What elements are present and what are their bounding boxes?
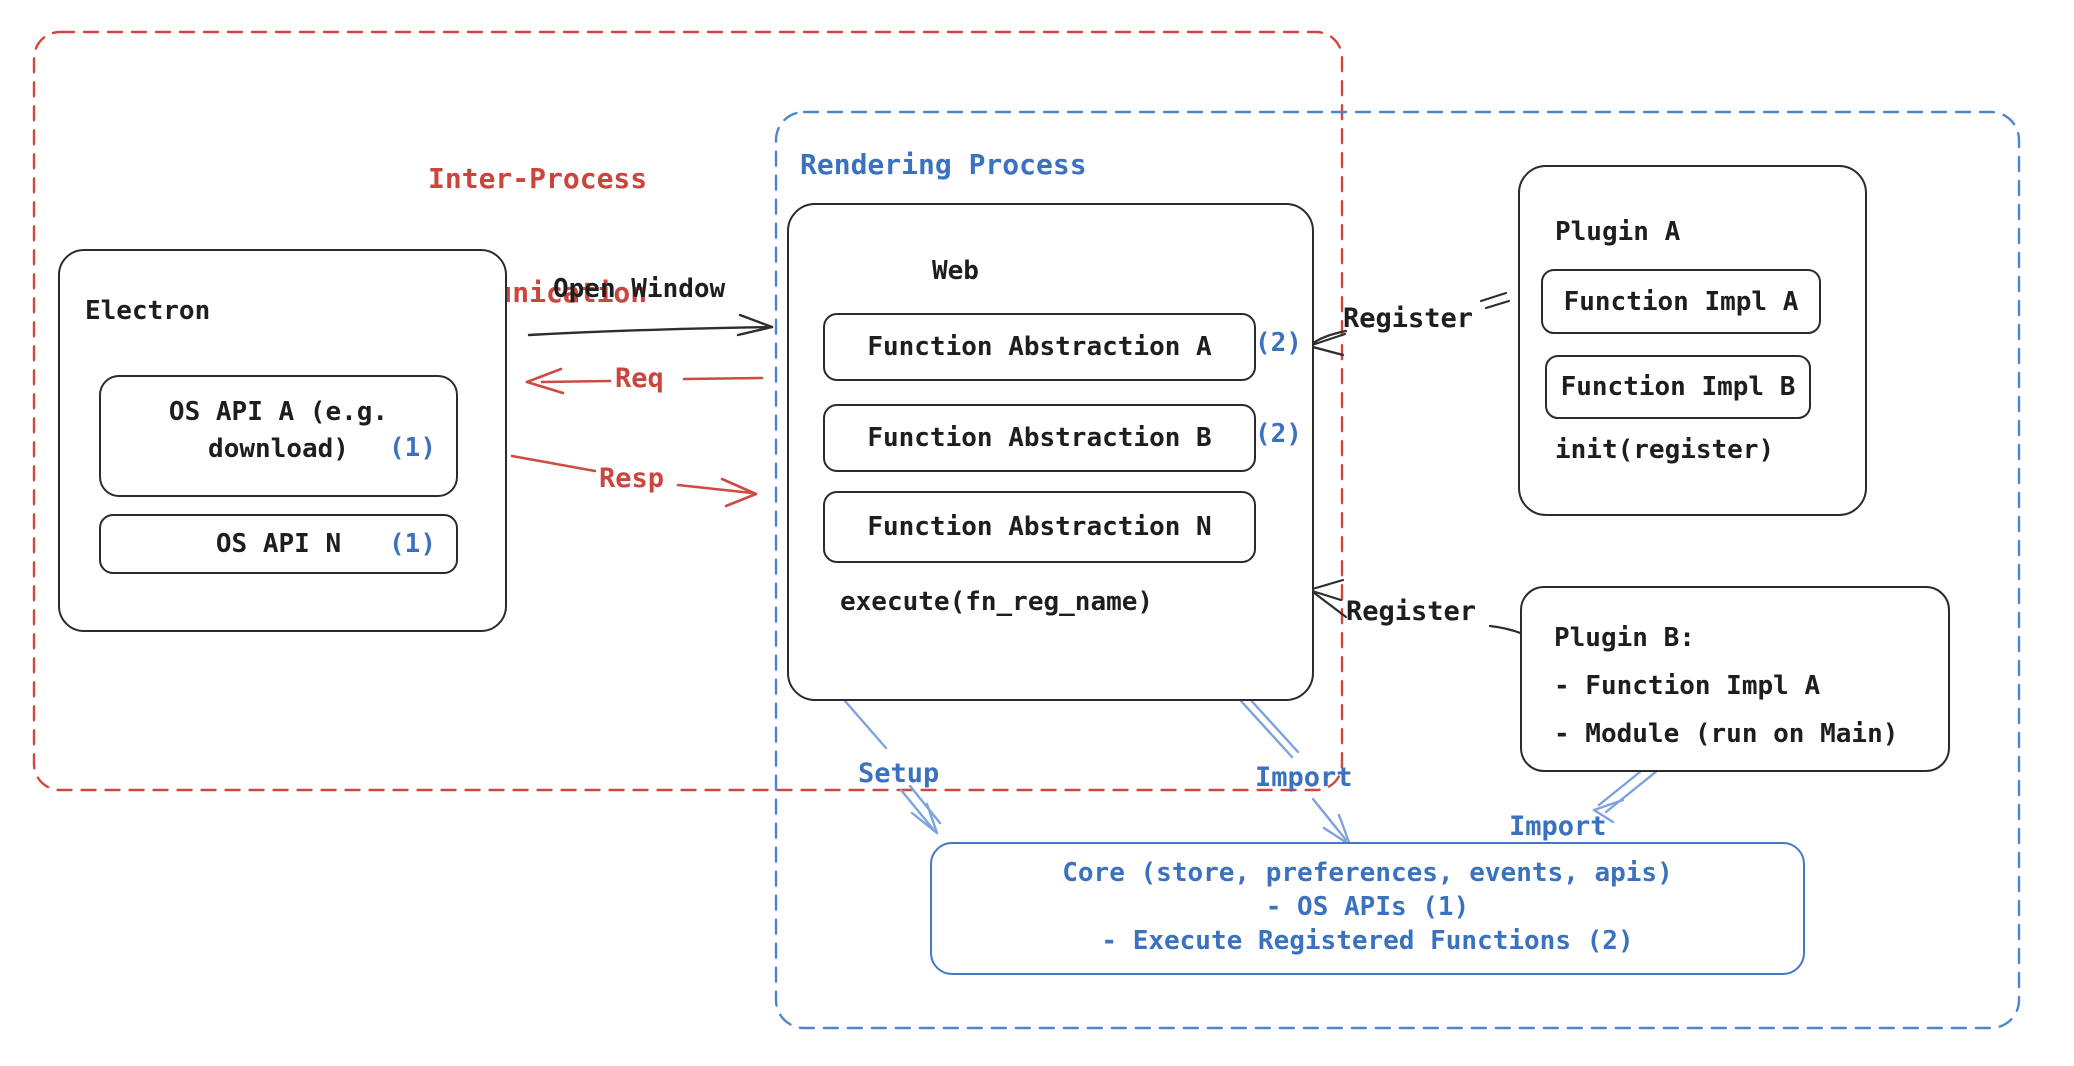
ipc-region-label-line1: Inter-Process [428, 162, 648, 195]
plugin-b-box: Plugin B: - Function Impl A - Module (ru… [1520, 586, 1950, 772]
os-api-a-box: OS API A (e.g. download) (1) [99, 375, 458, 497]
electron-box: Electron OS API A (e.g. download) (1) OS… [58, 249, 507, 632]
req-label: Req [615, 363, 664, 394]
os-api-a-label-line2: download) [208, 434, 349, 464]
execute-label: execute(fn_reg_name) [840, 587, 1154, 617]
function-impl-a-box: Function Impl A [1541, 269, 1821, 334]
function-abstraction-b-box: Function Abstraction B [823, 404, 1256, 472]
setup-label: Setup [858, 758, 940, 789]
register-bottom-label: Register [1346, 596, 1477, 627]
electron-title: Electron [85, 296, 211, 326]
function-abstraction-a-box: Function Abstraction A [823, 313, 1256, 381]
plugin-b-item-module: - Module (run on Main) [1554, 719, 1899, 749]
core-item-os-apis: - OS APIs (1) [1265, 892, 1470, 922]
core-item-execute-registered: - Execute Registered Functions (2) [1101, 926, 1634, 956]
resp-label: Resp [599, 463, 665, 494]
register-top-label: Register [1343, 303, 1474, 334]
function-abstraction-n-box: Function Abstraction N [823, 491, 1256, 563]
fa-b-ref-badge: (2) [1255, 419, 1302, 449]
import-mid-label: Import [1255, 762, 1353, 793]
plugin-a-init-label: init(register) [1555, 435, 1775, 465]
plugin-b-item-function-impl-a: - Function Impl A [1554, 671, 1821, 701]
open-window-label: Open Window [553, 274, 726, 304]
os-api-n-ref-badge: (1) [389, 529, 436, 559]
core-box: Core (store, preferences, events, apis) … [930, 842, 1805, 975]
plugin-a-box: Plugin A Function Impl A Function Impl B… [1518, 165, 1867, 516]
rendering-region-label: Rendering Process [800, 148, 1087, 181]
os-api-n-label: OS API N [215, 529, 342, 559]
os-api-a-ref-badge: (1) [389, 433, 436, 463]
function-impl-b-box: Function Impl B [1545, 355, 1811, 419]
os-api-n-box: OS API N (1) [99, 514, 458, 574]
core-title: Core (store, preferences, events, apis) [1062, 858, 1673, 888]
fa-a-ref-badge: (2) [1255, 328, 1302, 358]
web-box: Web Function Abstraction A Function Abst… [787, 203, 1314, 701]
plugin-b-title: Plugin B: [1554, 623, 1695, 653]
os-api-a-label-line1: OS API A (e.g. [168, 397, 389, 427]
web-title: Web [932, 256, 979, 286]
plugin-a-title: Plugin A [1555, 217, 1681, 247]
import-right-label: Import [1509, 811, 1607, 842]
